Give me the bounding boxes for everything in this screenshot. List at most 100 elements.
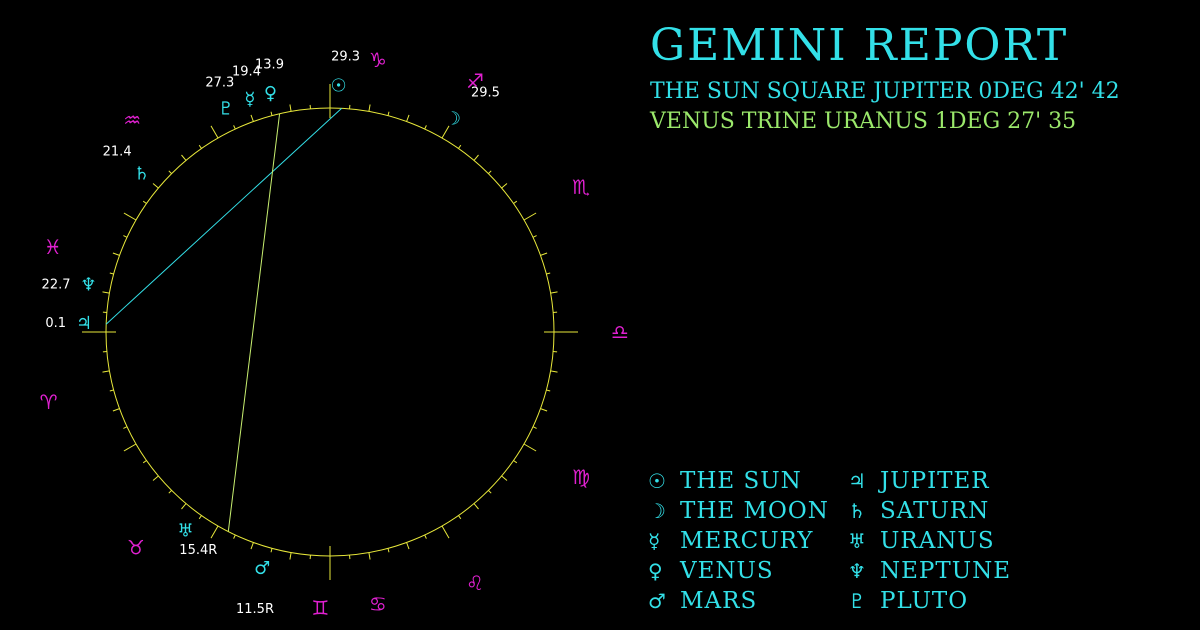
sign-glyphs: ♑♐♏♎♍♌♋♊♉♈♓♒ [40, 48, 629, 620]
saturn-icon: ♄ [134, 163, 150, 184]
page-title: GEMINI REPORT [650, 20, 1069, 71]
mars-icon: ♂ [648, 589, 666, 613]
wheel-tick [488, 490, 492, 494]
wheel-tick [102, 291, 110, 294]
wheel-tick [513, 460, 518, 464]
sun-icon: ☉ [648, 469, 666, 493]
moon-icon: ☽ [648, 499, 666, 523]
mars-icon: ♂ [254, 558, 270, 579]
wheel-tick [289, 104, 292, 112]
scorpio-icon: ♏ [572, 175, 590, 199]
wheel-tick [501, 183, 508, 189]
wheel-tick [233, 534, 236, 539]
wheel-tick [424, 534, 427, 539]
wheel-tick [473, 503, 479, 510]
wheel-tick [109, 272, 114, 275]
legend-item-the-moon: ☽ THE MOON [648, 496, 848, 526]
saturn-degree-label: 21.4 [103, 144, 132, 159]
wheel-tick [368, 104, 371, 112]
legend-label: THE MOON [680, 498, 829, 524]
legend-item-neptune: ♆ NEPTUNE [848, 556, 1048, 586]
legend-label: THE SUN [680, 468, 802, 494]
legend-item-saturn: ♄ SATURN [848, 496, 1048, 526]
venus-icon: ♀ [264, 83, 277, 104]
wheel-tick [210, 125, 219, 139]
planet-glyphs: ☉29.3☽29.5♀13.9☿19.4♇27.3♄21.4♆22.7♃0.1♅… [42, 50, 500, 617]
legend-label: PLUTO [880, 588, 969, 614]
libra-icon: ♎ [611, 320, 629, 344]
uranus-degree-label: 15.4R [179, 543, 217, 558]
aspect-line-square [105, 107, 343, 325]
mercury-icon: ☿ [648, 529, 661, 553]
pluto-icon: ♇ [218, 99, 234, 120]
wheel-tick [168, 170, 172, 174]
wheel-tick [123, 426, 128, 429]
legend-item-mercury: ☿ MERCURY [648, 526, 848, 556]
legend-item-pluto: ♇ PLUTO [848, 586, 1048, 616]
wheel-tick [198, 515, 202, 520]
wheel-tick [250, 114, 254, 122]
wheel-tick [270, 111, 273, 116]
the-moon-degree-label: 29.5 [471, 86, 500, 101]
wheel-tick [406, 542, 410, 550]
the-moon-icon: ☽ [445, 109, 461, 130]
wheel-tick [112, 408, 120, 412]
legend-label: SATURN [880, 498, 990, 524]
wheel-tick [289, 552, 292, 560]
wheel-tick [168, 490, 172, 494]
sagittarius-icon: ♐ [466, 69, 484, 93]
wheel-tick [501, 475, 508, 481]
zodiac-wheel-circle [105, 107, 555, 557]
legend-label: JUPITER [880, 468, 990, 494]
neptune-icon: ♆ [848, 559, 866, 583]
aspect-line-1-text: THE SUN SQUARE JUPITER 0DEG 42' 42 [650, 79, 1120, 104]
legend-label: VENUS [680, 558, 774, 584]
wheel-tick [550, 370, 558, 373]
wheel-tick [540, 408, 548, 412]
wheel-tick [368, 552, 371, 560]
wheel-tick [152, 183, 159, 189]
aspect-line-trine [227, 113, 281, 532]
wheel-tick [198, 144, 202, 149]
virgo-icon: ♍ [572, 465, 590, 489]
leo-icon: ♌ [466, 571, 484, 595]
jupiter-degree-label: 0.1 [45, 316, 66, 331]
wheel-tick [102, 370, 110, 373]
legend-label: URANUS [880, 528, 995, 554]
planet-legend: ☉ THE SUN ♃ JUPITER ☽ THE MOON ♄ SATURN … [648, 466, 1048, 616]
the-sun-degree-label: 29.3 [331, 50, 360, 65]
legend-item-venus: ♀ VENUS [648, 556, 848, 586]
wheel-tick [532, 426, 537, 429]
wheel-tick [387, 548, 390, 553]
legend-label: MARS [680, 588, 758, 614]
legend-item-mars: ♂ MARS [648, 586, 848, 616]
pluto-icon: ♇ [848, 589, 866, 613]
wheel-tick [540, 252, 548, 256]
wheel-tick [546, 272, 551, 275]
the-sun-icon: ☉ [331, 76, 347, 97]
wheel-tick [142, 460, 147, 464]
saturn-icon: ♄ [848, 499, 866, 523]
wheel-tick [210, 525, 219, 539]
wheel-tick [270, 548, 273, 553]
mars-degree-label: 11.5R [236, 602, 274, 617]
pluto-degree-label: 27.3 [205, 75, 234, 90]
aspect-line-2-text: VENUS TRINE URANUS 1DEG 27' 35 [650, 109, 1077, 134]
wheel-tick [233, 125, 236, 130]
wheel-tick [532, 235, 537, 238]
pisces-icon: ♓ [44, 235, 62, 259]
wheel-tick [523, 212, 537, 221]
neptune-degree-label: 22.7 [42, 278, 71, 293]
wheel-tick [441, 525, 450, 539]
neptune-icon: ♆ [80, 275, 96, 296]
legend-item-uranus: ♅ URANUS [848, 526, 1048, 556]
wheel-ticks [82, 84, 578, 580]
wheel-tick [546, 389, 551, 392]
wheel-tick [181, 154, 187, 161]
uranus-icon: ♅ [177, 521, 193, 542]
legend-item-the-sun: ☉ THE SUN [648, 466, 848, 496]
wheel-tick [109, 389, 114, 392]
aries-icon: ♈ [40, 390, 58, 414]
capricorn-icon: ♑ [369, 48, 387, 72]
